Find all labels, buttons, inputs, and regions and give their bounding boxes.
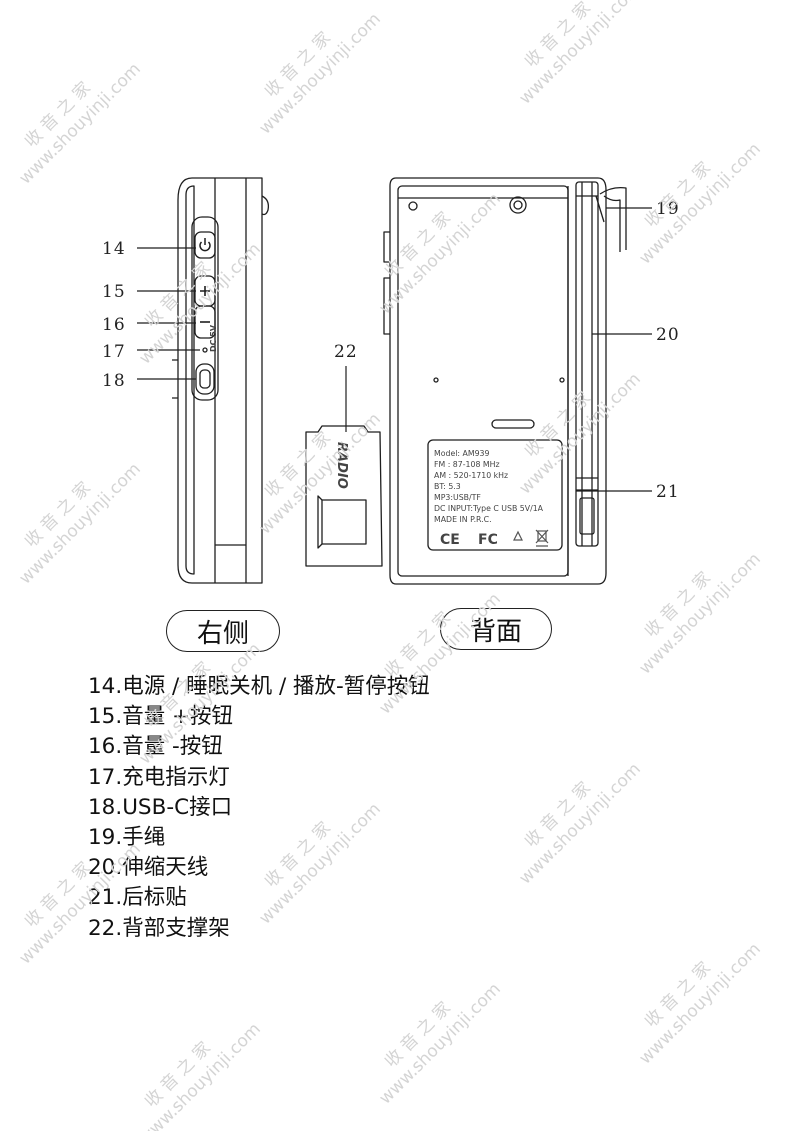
ce-mark: CE — [440, 532, 460, 548]
recycle-icon — [513, 530, 523, 541]
callout-20: 20 — [656, 325, 680, 345]
watermark-cn: 收 音 之 家 — [381, 998, 455, 1072]
legend-item: 22.背部支撑架 — [88, 915, 230, 941]
usb-c-port — [195, 363, 215, 395]
watermark-url: www.shouyinji.com — [375, 979, 504, 1108]
legend-item: 16.音量 -按钮 — [88, 734, 223, 760]
volume-down-button — [194, 305, 216, 339]
watermark-cn: 收 音 之 家 — [641, 958, 715, 1032]
watermark-cn: 收 音 之 家 — [21, 858, 95, 932]
power-icon — [199, 238, 211, 252]
watermark-url: www.shouyinji.com — [515, 759, 644, 888]
view-label-back: 背面 — [440, 608, 552, 650]
label-line: MADE IN P.R.C. — [434, 515, 492, 524]
legend-item: 18.USB-C接口 — [88, 794, 233, 820]
legend-item: 17.充电指示灯 — [88, 764, 230, 790]
telescopic-antenna — [575, 181, 599, 547]
plus-icon — [200, 286, 210, 296]
callout-22: 22 — [334, 342, 358, 362]
fcc-mark: FC — [478, 532, 498, 548]
label-line: FM : 87-108 MHz — [434, 460, 500, 469]
legend-item: 19.手绳 — [88, 824, 166, 850]
stand-square-window — [321, 499, 367, 545]
callout-16: 16 — [102, 315, 126, 335]
callout-21: 21 — [656, 482, 680, 502]
view-label-right-side: 右侧 — [166, 610, 280, 652]
label-line: Model: AM939 — [434, 449, 489, 458]
watermark-url: www.shouyinji.com — [635, 939, 764, 1068]
watermark-url: www.shouyinji.com — [135, 1019, 264, 1131]
radio-stand-text: RADIO — [334, 442, 349, 489]
callout-15: 15 — [102, 282, 126, 302]
label-line: DC INPUT:Type C USB 5V/1A — [434, 504, 544, 513]
right-side-view — [172, 177, 270, 584]
leader-lines — [137, 207, 652, 492]
watermark-cn: 收 音 之 家 — [141, 1038, 215, 1112]
legend-item: 21.后标贴 — [88, 885, 187, 911]
label-line: AM : 520-1710 kHz — [434, 471, 508, 480]
callout-17: 17 — [102, 342, 126, 362]
weee-bin-icon — [535, 529, 549, 547]
label-line: BT: 5.3 — [434, 482, 461, 491]
back-view — [383, 177, 627, 585]
charging-led — [202, 347, 208, 353]
legend-item: 14.电源 / 睡眠关机 / 播放-暂停按钮 — [88, 674, 430, 699]
back-label-plate — [427, 439, 563, 551]
power-button — [194, 231, 216, 259]
wrist-strap — [595, 186, 627, 252]
device-diagram: DC 5V RADIO Model: AM939 FM : 87-108 MHz… — [102, 177, 680, 585]
parts-legend: 14.电源 / 睡眠关机 / 播放-暂停按钮 15.音量 +按钮 16.音量 -… — [88, 672, 430, 944]
callout-14: 14 — [102, 239, 126, 259]
label-line: MP3:USB/TF — [434, 493, 481, 502]
legend-item: 20.伸缩天线 — [88, 855, 209, 881]
legend-item: 15.音量 +按钮 — [88, 704, 234, 730]
callout-19: 19 — [656, 199, 680, 219]
back-stand — [305, 425, 383, 567]
callout-18: 18 — [102, 371, 126, 391]
dc-5v-label: DC 5V — [209, 324, 218, 352]
watermark-cn: 收 音 之 家 — [521, 778, 595, 852]
